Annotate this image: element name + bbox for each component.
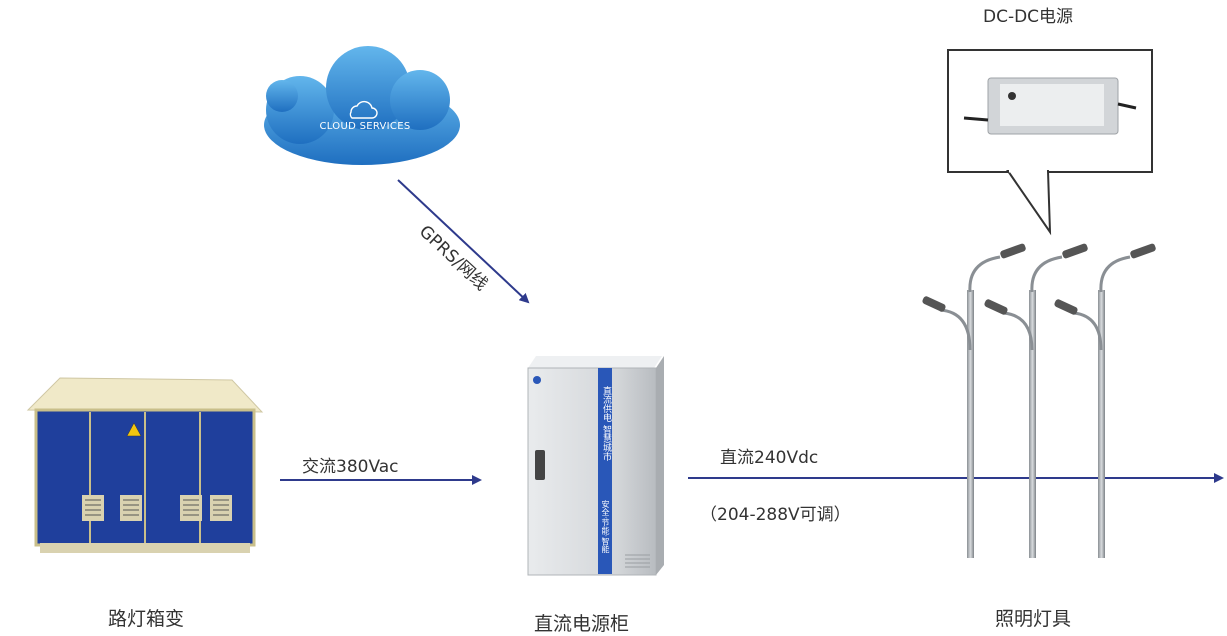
road-lamp-transformer-image: [26, 377, 264, 553]
dcdc-title: DC-DC电源: [983, 7, 1074, 27]
gprs-link-arrow: [397, 179, 530, 304]
transformer-caption: 路灯箱变: [108, 608, 185, 630]
dc-link-label: 直流240Vdc: [720, 448, 819, 468]
cabinet-caption: 直流电源柜: [534, 613, 630, 635]
cabinet-panel-text: 直流供电 智慧城市: [601, 386, 611, 461]
small-cloud-icon: [349, 100, 378, 119]
warning-icon: [126, 422, 142, 437]
cloud-label: CLOUD SERVICES: [319, 121, 411, 132]
ac-link-label: 交流380Vac: [302, 457, 399, 477]
dc-power-cabinet-image: [527, 356, 664, 576]
dc-voltage-range-label: （204-288V可调）: [700, 505, 851, 525]
cloud-services-icon: [264, 46, 460, 165]
cabinet-panel-slogan: 安全·节能·智能: [601, 500, 610, 554]
lights-caption: 照明灯具: [995, 608, 1072, 630]
street-lights-image: [922, 243, 1156, 558]
dcdc-callout: [947, 49, 1153, 236]
dcdc-power-supply-image: [963, 77, 1137, 135]
